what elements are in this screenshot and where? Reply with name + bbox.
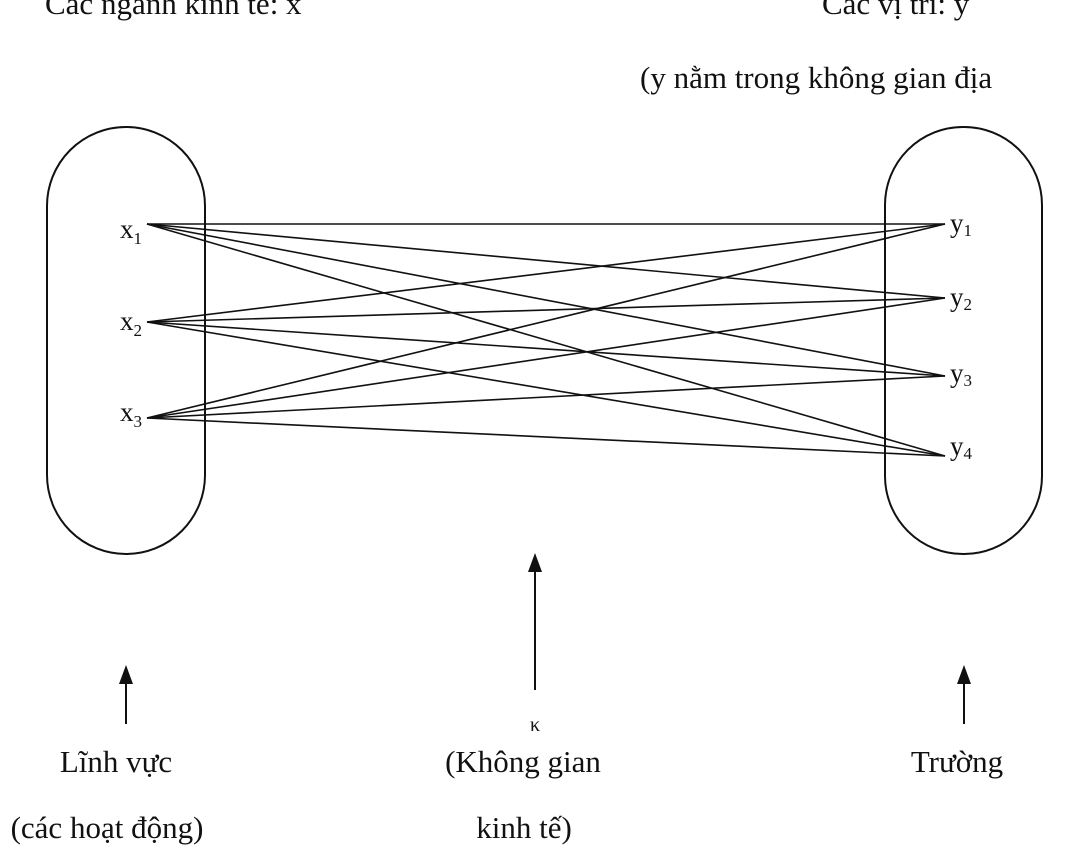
right-header-title: Các vị trí: y [822,0,970,21]
edge-x1-y3 [146,223,946,377]
edge-x2-y2 [146,297,946,323]
right-node-y3: y3 [950,358,972,390]
left-node-x3: x3 [120,397,142,431]
right-node-y2: y2 [950,282,972,314]
edge-x2-y4 [146,321,946,457]
edge-x3-y4 [146,417,946,457]
edge-x3-y1 [146,223,946,419]
right-up-arrow [957,665,971,724]
center-up-arrow [528,553,542,690]
edge-x2-y1 [146,223,946,323]
right-header-note: (y nằm trong không gian địa [640,60,992,95]
edge-x1-y4 [146,223,946,457]
left-set-container [46,126,206,555]
left-up-arrow [119,665,133,724]
connection-lines [146,223,946,457]
edge-x2-y3 [146,321,946,377]
left-node-x2: x2 [120,306,142,340]
right-node-y1: y1 [950,208,972,240]
edge-x3-y3 [146,375,946,419]
left-caption-line1: Lĩnh vực [60,744,172,779]
left-caption-line2: (các hoạt động) [11,810,204,845]
right-node-y4: y4 [950,431,973,463]
right-set-container [884,126,1043,555]
center-caption-line1: (Không gian [445,744,601,779]
right-caption-line1: Trường [911,744,1003,779]
left-node-x1: x1 [120,214,142,248]
edge-x3-y2 [146,297,946,419]
left-header-title: Các ngành kinh tế: x [45,0,302,21]
center-caption-line2: kinh tế) [476,810,572,845]
kappa-symbol: κ [530,714,540,736]
edge-x1-y2 [146,223,946,299]
